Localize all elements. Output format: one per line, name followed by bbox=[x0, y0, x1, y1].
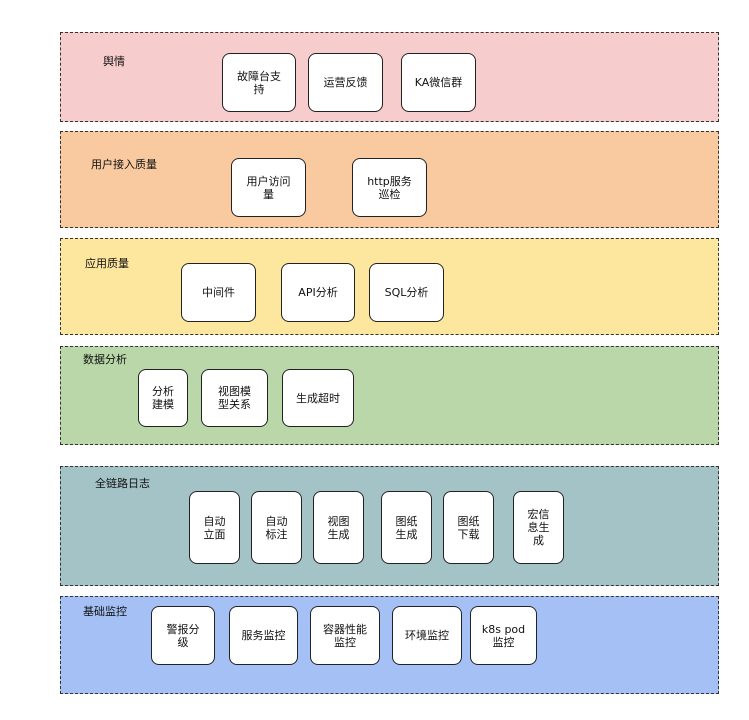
node-api-analysis[interactable]: API分析 bbox=[281, 263, 355, 322]
node-view-generation[interactable]: 视图 生成 bbox=[313, 491, 364, 564]
node-auto-annotation[interactable]: 自动 标注 bbox=[251, 491, 302, 564]
node-service-monitoring[interactable]: 服务监控 bbox=[229, 606, 298, 665]
node-fault-desk-support[interactable]: 故障台支 持 bbox=[222, 53, 296, 112]
node-sql-analysis[interactable]: SQL分析 bbox=[369, 263, 444, 322]
layer-title: 应用质量 bbox=[85, 257, 129, 270]
node-container-perf-monitoring[interactable]: 容器性能 监控 bbox=[310, 606, 380, 665]
node-analysis-modeling[interactable]: 分析 建模 bbox=[138, 369, 188, 427]
layer-title: 基础监控 bbox=[83, 605, 127, 618]
node-drawing-generation[interactable]: 图纸 生成 bbox=[381, 491, 432, 564]
layer-title: 全链路日志 bbox=[95, 477, 150, 490]
node-http-inspection[interactable]: http服务 巡检 bbox=[352, 158, 427, 217]
node-middleware[interactable]: 中间件 bbox=[181, 263, 256, 322]
layer-sentiment: 舆情 bbox=[60, 32, 719, 122]
node-user-visits[interactable]: 用户访问 量 bbox=[231, 158, 306, 217]
node-drawing-download[interactable]: 图纸 下载 bbox=[443, 491, 494, 564]
node-ka-wechat-group[interactable]: KA微信群 bbox=[401, 53, 476, 112]
layer-title: 用户接入质量 bbox=[91, 158, 157, 171]
layer-title: 舆情 bbox=[103, 55, 125, 68]
node-ops-feedback[interactable]: 运营反馈 bbox=[308, 53, 383, 112]
node-k8s-pod-monitoring[interactable]: k8s pod 监控 bbox=[470, 606, 537, 665]
node-view-model-relation[interactable]: 视图模 型关系 bbox=[201, 369, 268, 427]
node-generation-timeout[interactable]: 生成超时 bbox=[282, 369, 354, 427]
node-macro-info-generation[interactable]: 宏信 息生 成 bbox=[513, 491, 564, 564]
node-environment-monitoring[interactable]: 环境监控 bbox=[392, 606, 462, 665]
node-auto-elevation[interactable]: 自动 立面 bbox=[189, 491, 240, 564]
node-alert-level[interactable]: 警报分 级 bbox=[151, 606, 215, 665]
layer-title: 数据分析 bbox=[83, 353, 127, 366]
